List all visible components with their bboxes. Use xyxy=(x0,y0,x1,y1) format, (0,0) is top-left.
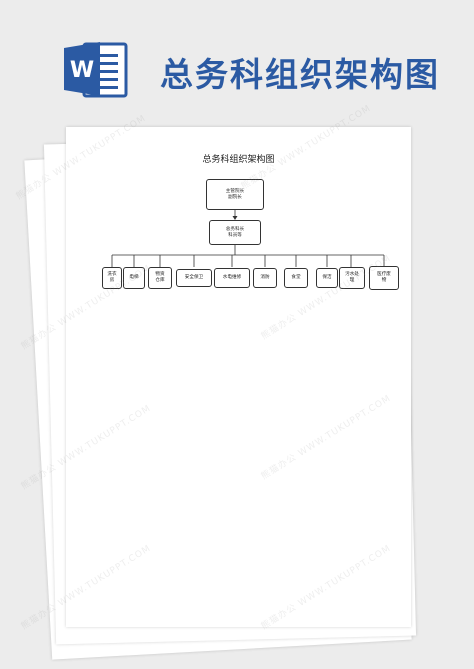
org-node-section-chief: 总务科长 科员等 xyxy=(209,220,261,245)
node-text: 物资 xyxy=(155,272,165,278)
org-node-canteen: 食堂 xyxy=(284,268,308,288)
org-node-medical-waste: 医疗废 物 xyxy=(369,266,399,290)
node-text: 消防 xyxy=(260,275,270,281)
org-node-director: 主管院长 副院长 xyxy=(206,179,264,210)
node-text: 物 xyxy=(381,278,387,283)
node-text: 洗衣 xyxy=(107,272,117,278)
org-node-security: 安全保卫 xyxy=(176,269,212,287)
org-node-warehouse: 物资 仓库 xyxy=(148,267,172,289)
org-node-maintenance: 水电维修 xyxy=(214,268,250,288)
node-text: 水电维修 xyxy=(222,275,242,281)
org-node-laundry: 洗衣 房 xyxy=(102,267,122,289)
node-text: 保洁 xyxy=(322,275,332,281)
node-text: 安全保卫 xyxy=(184,275,204,281)
node-text: 主管院长 xyxy=(225,188,245,194)
org-node-sewage: 污水处 理 xyxy=(339,267,365,289)
document-page[interactable]: 总务科组织架构图 主管院长 副院长 xyxy=(66,127,411,627)
org-chart-connectors xyxy=(111,210,385,267)
document-title: 总务科组织架构图 xyxy=(202,155,275,165)
org-node-fire: 消防 xyxy=(253,268,277,288)
svg-text:W: W xyxy=(70,58,94,83)
node-text: 房 xyxy=(109,278,115,283)
node-text: 仓库 xyxy=(155,278,165,283)
node-text: 医疗废 xyxy=(377,272,391,278)
header: W 总务科组织架构图 xyxy=(0,0,474,120)
node-text: 理 xyxy=(349,278,355,283)
node-text: 科员等 xyxy=(228,232,242,238)
node-text: 电梯 xyxy=(129,275,139,281)
org-node-cleaning: 保洁 xyxy=(316,268,338,288)
node-text: 副院长 xyxy=(228,194,242,200)
page-title: 总务科组织架构图 xyxy=(160,55,440,94)
node-text: 污水处 xyxy=(345,272,359,278)
node-text: 食堂 xyxy=(291,275,301,281)
word-icon: W xyxy=(64,42,128,98)
node-text: 总务科长 xyxy=(225,226,245,232)
org-node-elevator: 电梯 xyxy=(123,267,145,289)
